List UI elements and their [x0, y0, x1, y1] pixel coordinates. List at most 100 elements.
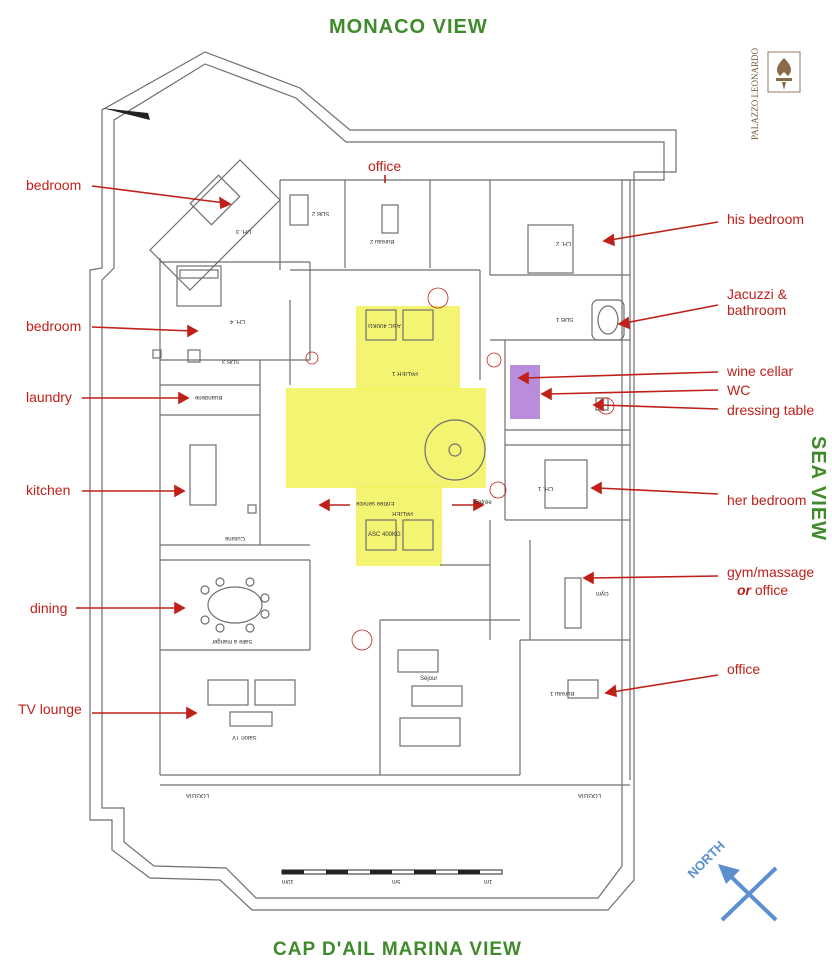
arrow-bedroom-2: [91, 326, 193, 332]
arrow-head: [178, 391, 190, 405]
stair-elevator-core: [356, 306, 460, 390]
elevator: [365, 519, 397, 551]
arrow-his-bedroom: [609, 221, 719, 241]
outer-wall-inner: [101, 63, 665, 899]
sofa: [207, 679, 249, 706]
arrow-head: [187, 324, 199, 338]
outer-wall: [89, 51, 677, 911]
label-her-bedroom: her bedroom: [727, 492, 807, 508]
arrow-head: [186, 706, 198, 720]
stair-elevator-core: [356, 486, 442, 566]
bed: [176, 265, 222, 307]
label-gym-line1: gym/massage: [727, 564, 815, 580]
scale-label-1m: 1m: [484, 878, 493, 884]
sofa: [254, 679, 296, 706]
scale-label-5m: 5m: [392, 878, 401, 884]
label-office-top: office: [368, 158, 402, 174]
door-swing-mark: [486, 352, 502, 368]
column: [152, 349, 162, 359]
arrow-her-bedroom: [597, 487, 719, 495]
arrow-head: [617, 316, 630, 330]
tv-unit: [229, 711, 273, 727]
room-label-asc1: ASC 400KG: [368, 322, 401, 328]
room-label-entree: Entrée: [474, 500, 492, 506]
north-arrow-small: [102, 108, 150, 120]
bed: [527, 224, 574, 274]
room-label-salon-tv: Salon TV: [232, 734, 257, 740]
toilet: [187, 349, 201, 363]
room-label-loggia-left: LOGGIA: [186, 792, 210, 798]
bed: [189, 174, 241, 226]
chair: [200, 615, 210, 625]
sea-view-title: SEA VIEW: [807, 436, 829, 542]
bed: [544, 459, 588, 509]
label-wc: WC: [727, 382, 751, 398]
sofa: [399, 717, 461, 747]
arrow-head: [318, 498, 330, 512]
room-label-ch4: CH. 4: [230, 318, 246, 324]
arrow-wine-cellar: [524, 371, 719, 379]
door-swing-mark: [597, 397, 615, 415]
chair: [215, 577, 225, 587]
spiral-stair: [424, 419, 486, 481]
door-swing-mark: [305, 351, 319, 365]
label-dressing-table: dressing table: [727, 402, 815, 418]
room-label-loggia-right: LOGGIA: [578, 792, 602, 798]
label-jacuzzi-line1: Jacuzzi &: [727, 286, 787, 302]
label-jacuzzi-line2: bathroom: [727, 302, 787, 318]
kitchen-island: [189, 444, 217, 506]
scale-label-10m: 10m: [282, 878, 294, 884]
arrow-head: [602, 233, 615, 247]
label-dining: dining: [30, 600, 68, 616]
chair: [260, 593, 270, 603]
room-label-ch2: CH. 2: [556, 240, 572, 246]
jacuzzi-basin: [597, 305, 619, 335]
arrow-head: [582, 571, 594, 585]
arrow-head: [590, 481, 602, 495]
sofa: [397, 649, 439, 673]
label-bedroom-1: bedroom: [26, 177, 82, 193]
palazzo-leonardo-logo-text: PALAZZO LEONARDO: [750, 48, 760, 140]
label-gym-office: office: [754, 582, 789, 598]
label-wine-cellar: wine cellar: [727, 363, 794, 379]
room-label-bureau1: Bureau 1: [550, 690, 575, 696]
room-label-sdb2: SDB 2: [312, 210, 330, 216]
door-swing-mark: [427, 287, 449, 309]
room-label-buanderie: Buanderie: [195, 394, 223, 400]
chair: [200, 585, 210, 595]
wine-cellar-highlight: [510, 365, 540, 419]
label-his-bedroom: his bedroom: [727, 211, 805, 227]
room-label-entree-service: Entrée service: [356, 500, 395, 506]
label-tv-lounge: TV lounge: [18, 701, 82, 717]
arrow-gym: [589, 575, 719, 579]
desk: [567, 679, 599, 699]
room-label-ch1: CH. 1: [538, 485, 554, 491]
arrow-head: [174, 484, 186, 498]
label-laundry: laundry: [26, 389, 72, 405]
arrow-head: [219, 196, 232, 210]
arrow-head: [517, 371, 529, 385]
room-label-gym: Gym: [596, 590, 609, 596]
arrow-jacuzzi: [624, 304, 719, 324]
arrow-office-right: [611, 674, 719, 693]
elevator: [365, 309, 397, 341]
elevator: [402, 309, 434, 341]
gym-equipment: [564, 577, 582, 629]
room-label-palier1: PALIER 1: [392, 370, 418, 376]
room-label-asc2: ASC 400KG: [368, 532, 401, 538]
chair: [215, 623, 225, 633]
dining-table: [207, 586, 263, 624]
room-label-palier2: PALIER: [392, 510, 413, 516]
column: [247, 504, 257, 514]
pillow: [179, 269, 219, 279]
arrow-head: [540, 387, 552, 401]
label-kitchen: kitchen: [26, 482, 71, 498]
palazzo-leonardo-logo: [767, 51, 801, 93]
door-swing-mark: [489, 481, 507, 499]
arrow-head: [604, 684, 617, 698]
arrow-wc: [547, 389, 719, 395]
desk: [381, 204, 399, 234]
door-swing-mark: [351, 629, 373, 651]
